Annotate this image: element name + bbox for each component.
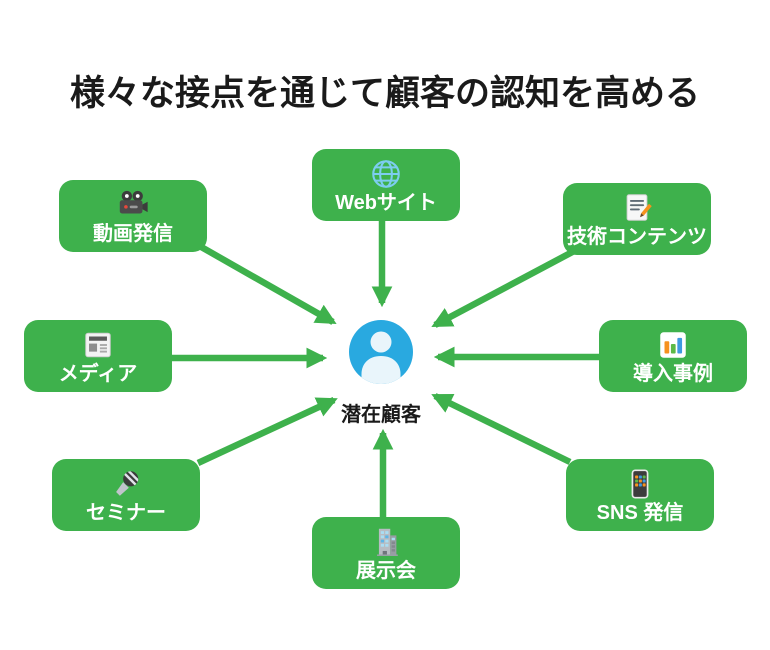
- person-icon: [361, 331, 401, 384]
- arrow-seminar-to-center: [196, 397, 338, 466]
- globe-icon: [372, 159, 400, 188]
- node-label: メディア: [58, 362, 138, 385]
- node-label: 導入事例: [633, 362, 713, 385]
- microphone-icon: [116, 470, 139, 496]
- center-node-label: 潜在顧客: [341, 404, 421, 426]
- node-exhibition: 展示会: [312, 517, 460, 589]
- node-media: メディア: [24, 320, 172, 392]
- arrow-tech-to-center: [431, 246, 580, 328]
- node-tech-content: 技術コンテンツ: [563, 183, 711, 255]
- node-label: 動画発信: [93, 222, 173, 245]
- arrow-sns-to-center: [431, 393, 572, 465]
- newspaper-icon: [85, 332, 111, 357]
- memo-icon: [626, 193, 652, 221]
- center-node: [349, 320, 413, 384]
- node-seminar: セミナー: [52, 459, 200, 531]
- node-label: SNS 発信: [596, 501, 684, 524]
- node-label: 展示会: [356, 559, 416, 582]
- node-label: Webサイト: [335, 191, 437, 214]
- smartphone-icon: [631, 468, 649, 499]
- bar-chart-icon: [660, 331, 686, 358]
- node-case-studies: 導入事例: [599, 320, 747, 392]
- node-sns: SNS 発信: [566, 459, 714, 531]
- node-label: セミナー: [86, 501, 166, 524]
- diagram-title: 様々な接点を通じて顧客の認知を高める: [69, 74, 700, 114]
- node-label: 技術コンテンツ: [567, 225, 707, 248]
- video-camera-icon: [119, 190, 148, 213]
- node-video: 動画発信: [59, 180, 207, 252]
- arrow-video-to-center: [194, 241, 337, 325]
- node-website: Webサイト: [312, 149, 460, 221]
- building-icon: [377, 528, 398, 556]
